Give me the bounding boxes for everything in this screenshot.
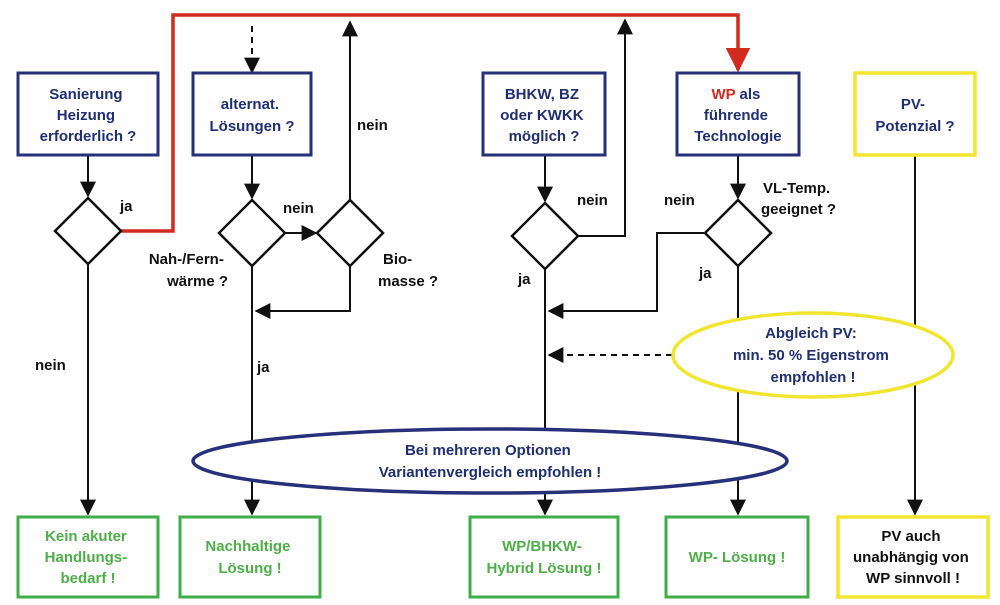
- result-hybrid-text: WP/BHKW- Hybrid Lösung !: [487, 538, 602, 577]
- label-nein-2: nein: [283, 200, 314, 217]
- result-kein-akuter-handlungsbedarf: [16, 515, 160, 599]
- box-wp-fuehrende-technologie: [675, 71, 801, 157]
- decision-diamond-biomasse: [315, 198, 385, 268]
- box-alternat-text: alternat. Lösungen ?: [210, 96, 295, 135]
- ellipse-abgleich-line-3: empfohlen !: [771, 369, 856, 386]
- label-ja-3: ja: [517, 271, 531, 288]
- box-pv-line-2: Potenzial ?: [875, 118, 954, 135]
- result-pv-auch-text: PV auch unabhängig von WP sinnvoll !: [853, 528, 973, 587]
- label-nein-5: nein: [664, 192, 695, 209]
- line-diamond3-down-join: [254, 266, 351, 319]
- line-diamond5-nein-join: [547, 232, 704, 319]
- box-pv-potenzial: [853, 71, 977, 157]
- box-wp-line-3: Technologie: [694, 128, 781, 145]
- label-nein-4: nein: [577, 192, 608, 209]
- line-diamond4-nein-up: [578, 18, 633, 237]
- ellipse-varianten-line-2: Variantenvergleich empfohlen !: [379, 464, 602, 481]
- box-alternat-line-2: Lösungen ?: [210, 118, 295, 135]
- box-sanierung-text: Sanierung Heizung erforderlich ?: [40, 86, 137, 145]
- result-kein-akuter-text: Kein akuter Handlungs- bedarf !: [45, 528, 132, 587]
- result-nachhaltige-line-1: Nachhaltige: [205, 538, 290, 555]
- box-bhkw-bz-kwkk: [481, 71, 607, 157]
- label-nah-fern: Nah-/Fern- wärme ?: [149, 251, 228, 290]
- box-pv-line-1: PV-: [901, 96, 925, 113]
- label-ja-2: ja: [256, 359, 270, 376]
- result-nachhaltige-loesung: [178, 515, 322, 599]
- box-bhkw-line-1: BHKW, BZ: [505, 86, 579, 103]
- box-sanierung-line-3: erforderlich ?: [40, 128, 137, 145]
- label-vl-temp-line-2: geeignet ?: [761, 201, 836, 218]
- box-alternat-loesungen: [191, 71, 313, 157]
- label-nein-3: nein: [357, 117, 388, 134]
- decision-diamonds: [53, 196, 773, 271]
- label-biomasse: Bio- masse ?: [378, 251, 438, 290]
- result-wp-loesung-text: WP- Lösung !: [689, 549, 786, 566]
- edge-labels: ja nein nein nein Nah-/Fern- wärme ? Bio…: [35, 117, 836, 376]
- result-wp-loesung-line-1: WP- Lösung !: [689, 549, 786, 566]
- decision-diamond-bhkw: [510, 201, 580, 271]
- result-pv-auch-line-3: WP sinnvoll !: [866, 570, 960, 587]
- box-pv-potenzial-text: PV- Potenzial ?: [875, 96, 954, 135]
- box-bhkw-line-2: oder KWKK: [500, 107, 583, 124]
- box-wp-highlight: WP: [711, 86, 735, 103]
- label-vl-temp: VL-Temp. geeignet ?: [761, 180, 836, 218]
- box-wp-line-1-rest: als: [735, 86, 760, 103]
- label-nah-fern-line-2: wärme ?: [166, 273, 228, 290]
- result-hybrid-line-2: Hybrid Lösung !: [487, 560, 602, 577]
- box-alternat-line-1: alternat.: [221, 96, 279, 113]
- ellipse-varianten-text: Bei mehreren Optionen Variantenvergleich…: [379, 442, 602, 481]
- result-kein-akuter-line-2: Handlungs-: [45, 549, 128, 566]
- label-nein-1: nein: [35, 357, 66, 374]
- box-sanierung-line-2: Heizung: [57, 107, 115, 124]
- result-kein-akuter-line-1: Kein akuter: [45, 528, 127, 545]
- result-kein-akuter-line-3: bedarf !: [60, 570, 115, 587]
- ellipse-abgleich-line-1: Abgleich PV:: [765, 325, 857, 342]
- box-bhkw-text: BHKW, BZ oder KWKK möglich ?: [500, 86, 588, 145]
- label-ja-1: ja: [119, 198, 133, 215]
- box-wp-line-1: WP als: [711, 86, 760, 103]
- result-hybrid-line-1: WP/BHKW-: [502, 538, 582, 555]
- decision-diamond-ja: [53, 196, 123, 266]
- ellipse-abgleich-line-2: min. 50 % Eigenstrom: [733, 347, 889, 364]
- box-wp-line-2: führende: [704, 107, 768, 124]
- box-sanierung-heizung: [16, 71, 160, 157]
- ellipse-variantenvergleich: [191, 427, 789, 495]
- box-wp-text: WP als führende Technologie: [694, 86, 781, 145]
- result-nachhaltige-line-2: Lösung !: [218, 560, 281, 577]
- box-bhkw-line-3: möglich ?: [509, 128, 580, 145]
- label-bio-line-2: masse ?: [378, 273, 438, 290]
- ellipse-abgleich-text: Abgleich PV: min. 50 % Eigenstrom empfoh…: [733, 325, 893, 386]
- label-vl-temp-line-1: VL-Temp.: [763, 180, 830, 197]
- label-nah-fern-line-1: Nah-/Fern-: [149, 251, 224, 268]
- result-nachhaltige-text: Nachhaltige Lösung !: [205, 538, 294, 577]
- result-wp-bhkw-hybrid: [468, 515, 620, 599]
- result-wp-loesung: [664, 515, 810, 599]
- label-ja-4: ja: [698, 265, 712, 282]
- result-pv-auch-sinnvoll: [836, 515, 990, 599]
- ellipse-abgleich-pv: [671, 311, 955, 399]
- box-sanierung-line-1: Sanierung: [49, 86, 122, 103]
- ellipse-varianten-line-1: Bei mehreren Optionen: [405, 442, 571, 459]
- red-path-ja-to-wp: [121, 13, 751, 233]
- result-pv-auch-line-2: unabhängig von: [853, 549, 969, 566]
- label-bio-line-1: Bio-: [383, 251, 412, 268]
- decision-diamond-vl-temp: [703, 198, 773, 268]
- decision-diamond-nah-fern: [217, 198, 287, 268]
- result-pv-auch-line-1: PV auch: [881, 528, 940, 545]
